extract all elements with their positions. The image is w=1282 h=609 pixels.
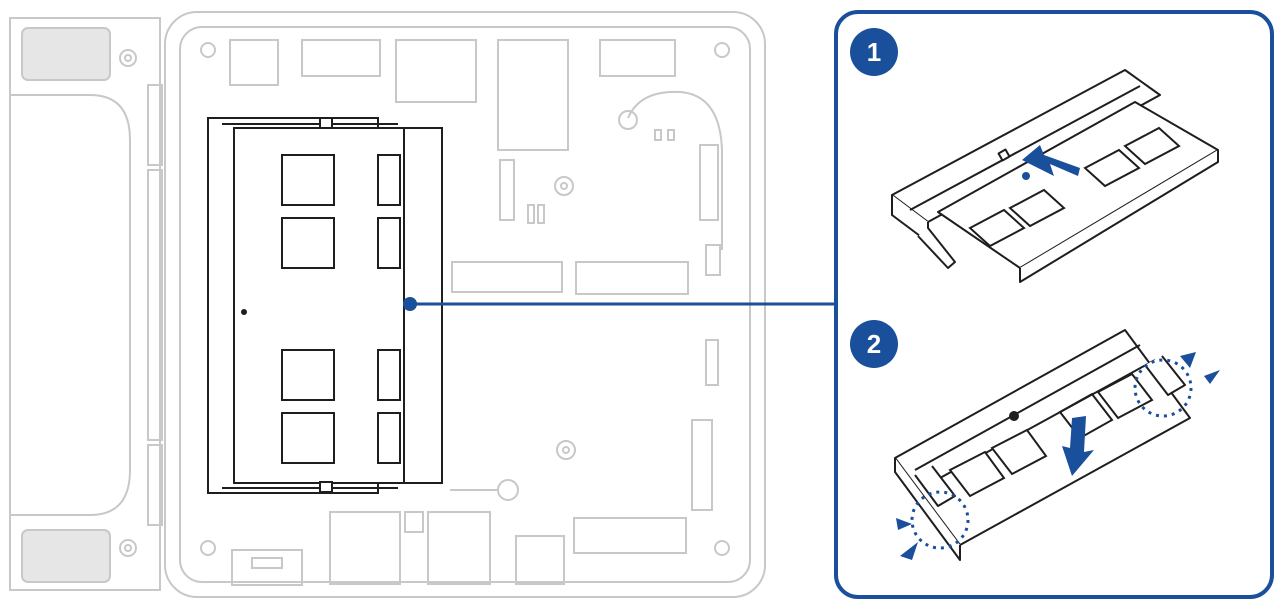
latch-right xyxy=(1133,352,1220,418)
step-1-number: 1 xyxy=(867,37,881,67)
step-1-chips xyxy=(968,126,1181,248)
chassis-view xyxy=(9,11,766,598)
step-2: 2 xyxy=(850,320,1220,561)
step-2-badge xyxy=(850,320,898,368)
ram-slot-installed xyxy=(207,117,443,494)
latch-pointer-icon xyxy=(900,542,918,560)
instruction-panel xyxy=(834,10,1274,599)
latch-pointer-icon xyxy=(896,518,912,530)
step-1-badge xyxy=(850,28,898,76)
latch-pointer-icon xyxy=(1204,370,1220,384)
side-panel xyxy=(9,17,163,591)
step-2-number: 2 xyxy=(867,329,881,359)
callout-connector xyxy=(403,297,835,311)
latch-left xyxy=(896,490,970,560)
press-down-arrow-icon xyxy=(1062,416,1094,476)
step-1: 1 xyxy=(850,28,1219,283)
latch-pointer-icon xyxy=(1180,352,1196,368)
insert-arrow-icon xyxy=(1022,145,1080,176)
memory-chips xyxy=(281,154,401,464)
step-2-chips xyxy=(948,372,1154,498)
